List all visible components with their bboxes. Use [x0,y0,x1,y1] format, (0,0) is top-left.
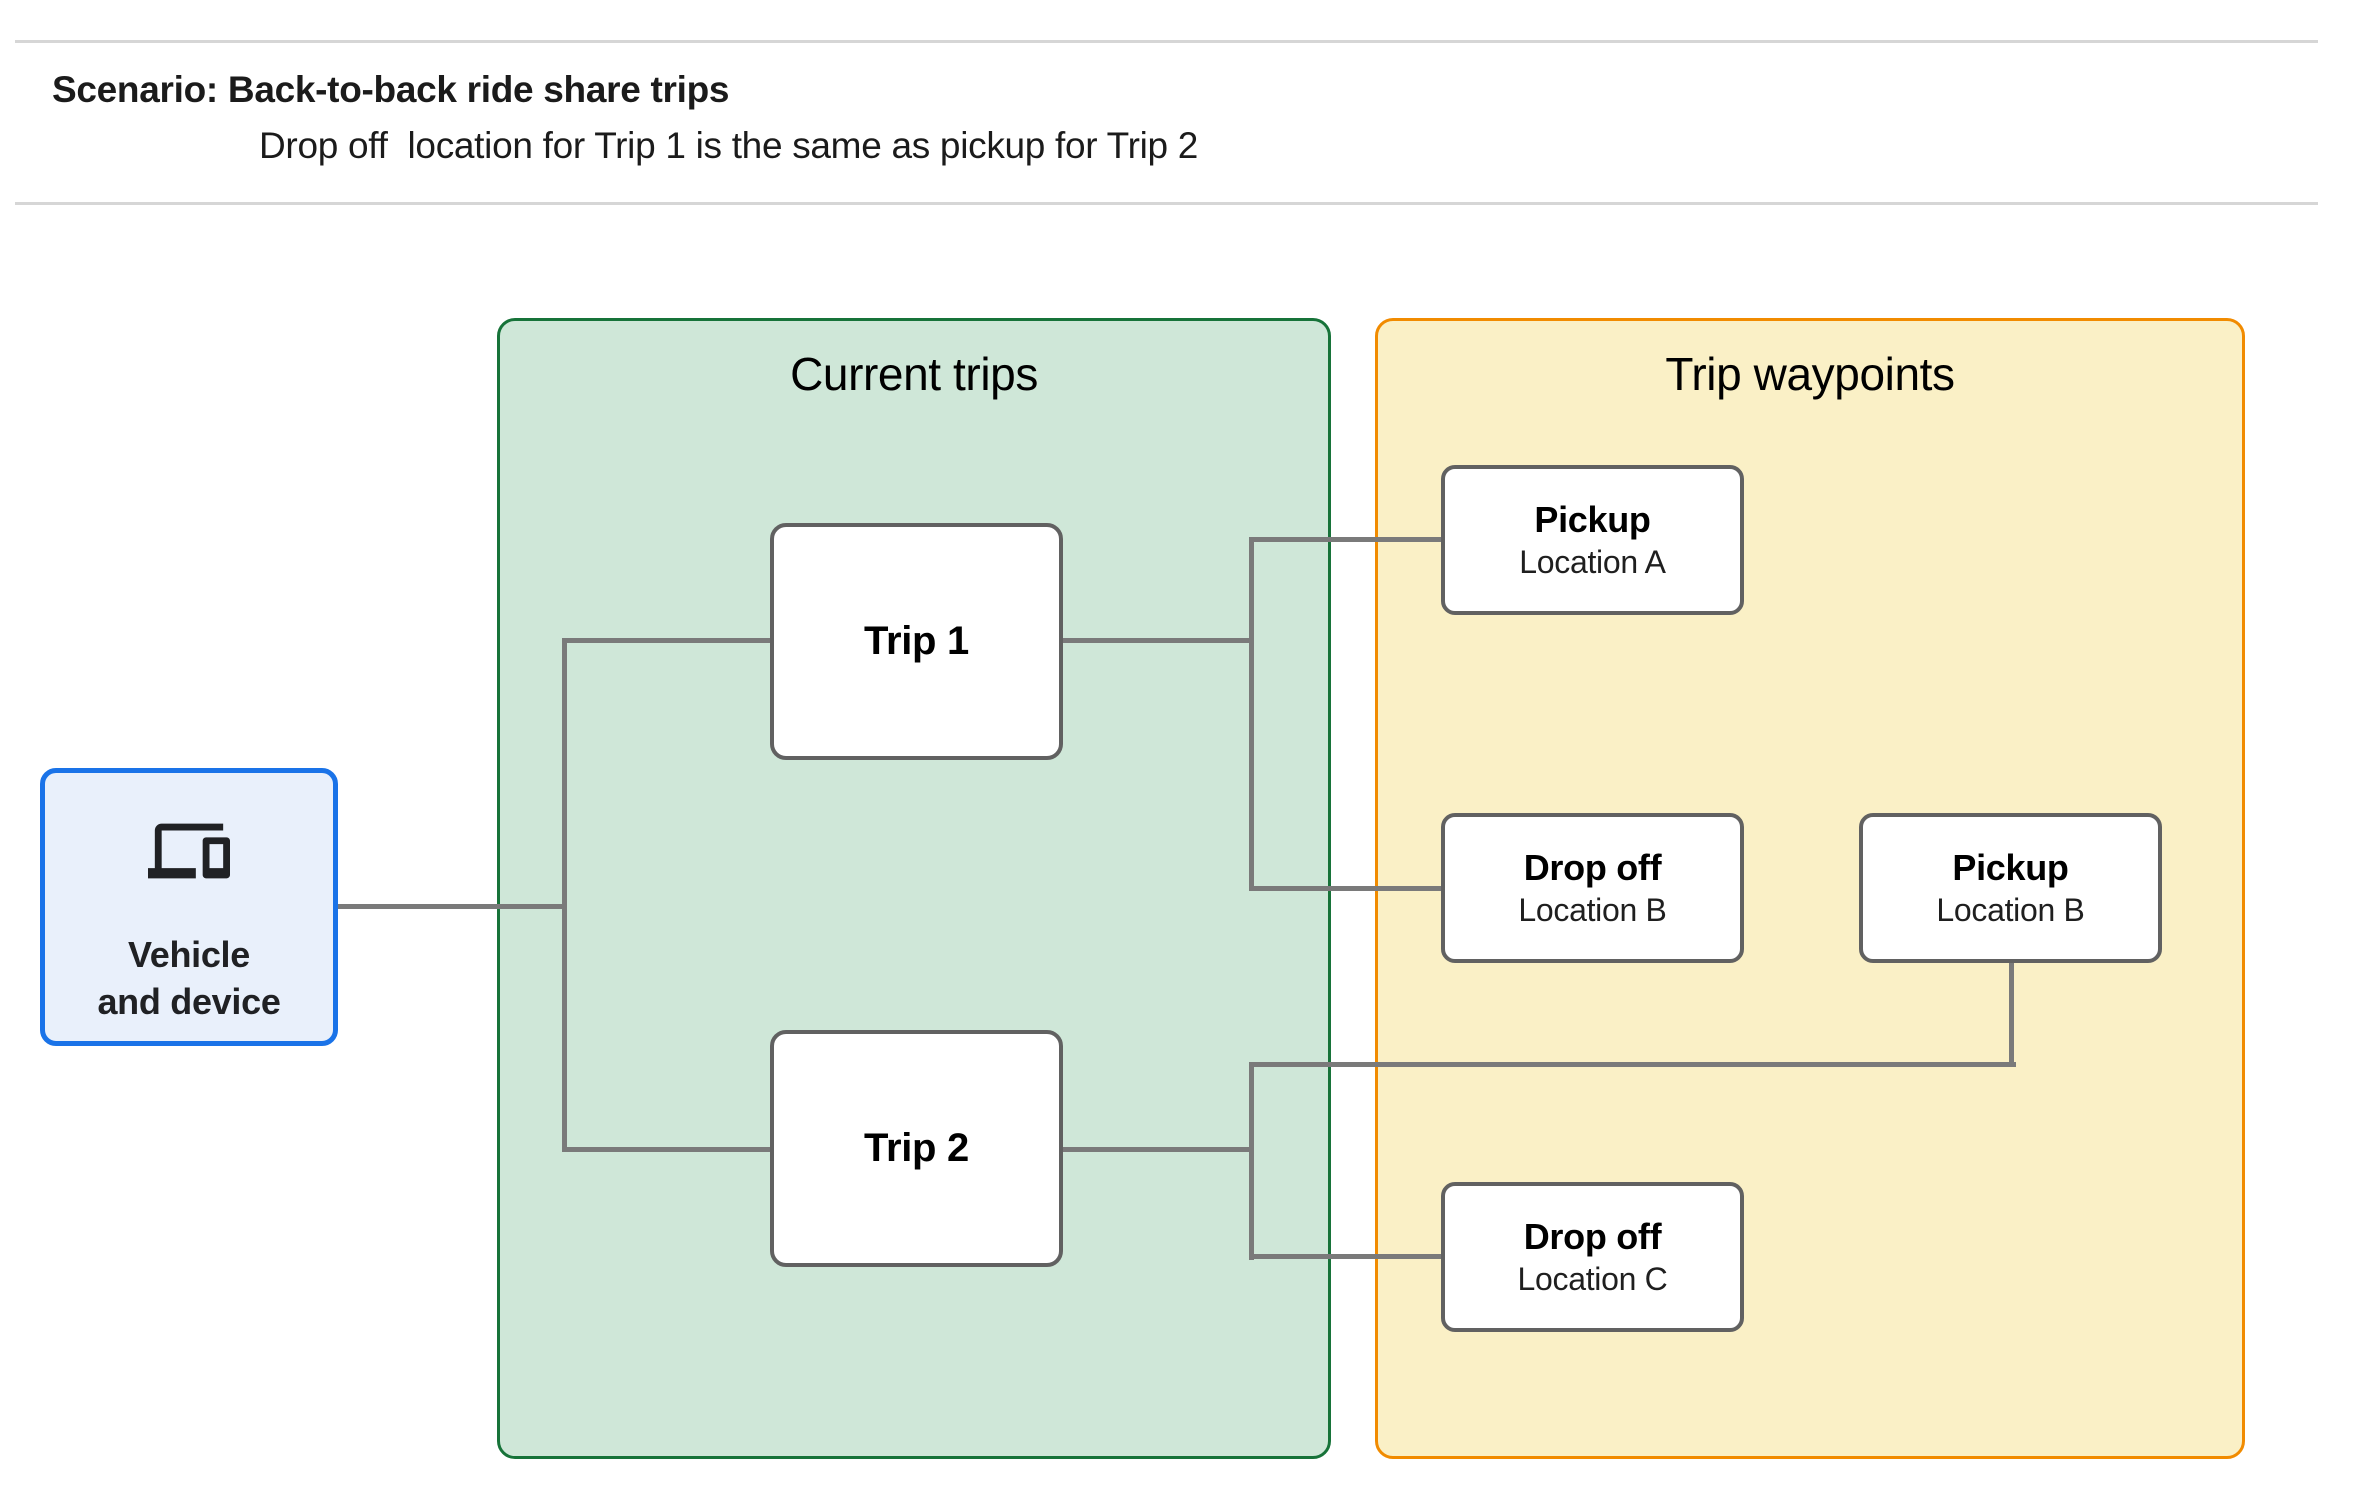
scenario-title: Scenario: Back-to-back ride share trips [52,69,730,110]
connector-junction-to-trip1 [564,638,770,643]
connector-to-dropoff-b [1251,886,1441,891]
connector-junction-to-trip2 [564,1147,770,1152]
connector-trip2-to-pickup-b [1251,1062,2016,1067]
trip-waypoints-panel-title: Trip waypoints [1665,348,1955,400]
vehicle-box-label: Vehicle and device [45,931,333,1025]
trip1-label: Trip 1 [864,619,969,663]
waypoint-location: Location A [1519,544,1666,580]
waypoint-pickup-location-b: Pickup Location B [1859,813,2162,963]
waypoint-type: Pickup [1952,847,2069,888]
waypoint-location: Location B [1936,892,2085,928]
connector-to-pickup-a [1251,537,1441,542]
waypoint-type: Pickup [1534,499,1651,540]
trip2-label: Trip 2 [864,1126,969,1170]
current-trips-panel-title: Current trips [790,348,1038,400]
vehicle-and-device-box: Vehicle and device [40,768,338,1046]
current-trips-panel: Current trips [497,318,1331,1459]
trip1-box: Trip 1 [770,523,1063,760]
connector-trip2-junction-vertical [1249,1062,1254,1260]
connector-trip2-out [1063,1147,1253,1152]
header-top-rule [15,40,2318,43]
waypoint-type: Drop off [1523,1216,1662,1257]
devices-icon [148,810,230,897]
waypoint-dropoff-location-c: Drop off Location C [1441,1182,1744,1332]
waypoint-location: Location B [1518,892,1667,928]
waypoint-pickup-location-a: Pickup Location A [1441,465,1744,615]
vehicle-box-label-line2: and device [97,981,281,1022]
waypoint-type: Drop off [1523,847,1662,888]
connector-trip1-out [1063,638,1253,643]
connector-to-dropoff-c [1251,1254,1441,1259]
scenario-subtitle: Drop off location for Trip 1 is the same… [259,125,1199,166]
connector-pickup-b-drop [2009,958,2014,1067]
vehicle-box-label-line1: Vehicle [128,934,250,975]
waypoint-dropoff-location-b: Drop off Location B [1441,813,1744,963]
connector-trips-junction-vertical [562,638,567,1152]
trip2-box: Trip 2 [770,1030,1063,1267]
connector-trip1-junction-vertical [1249,537,1254,891]
connector-vehicle-to-junction [338,904,566,909]
waypoint-location: Location C [1517,1261,1668,1297]
header-bottom-rule [15,202,2318,205]
